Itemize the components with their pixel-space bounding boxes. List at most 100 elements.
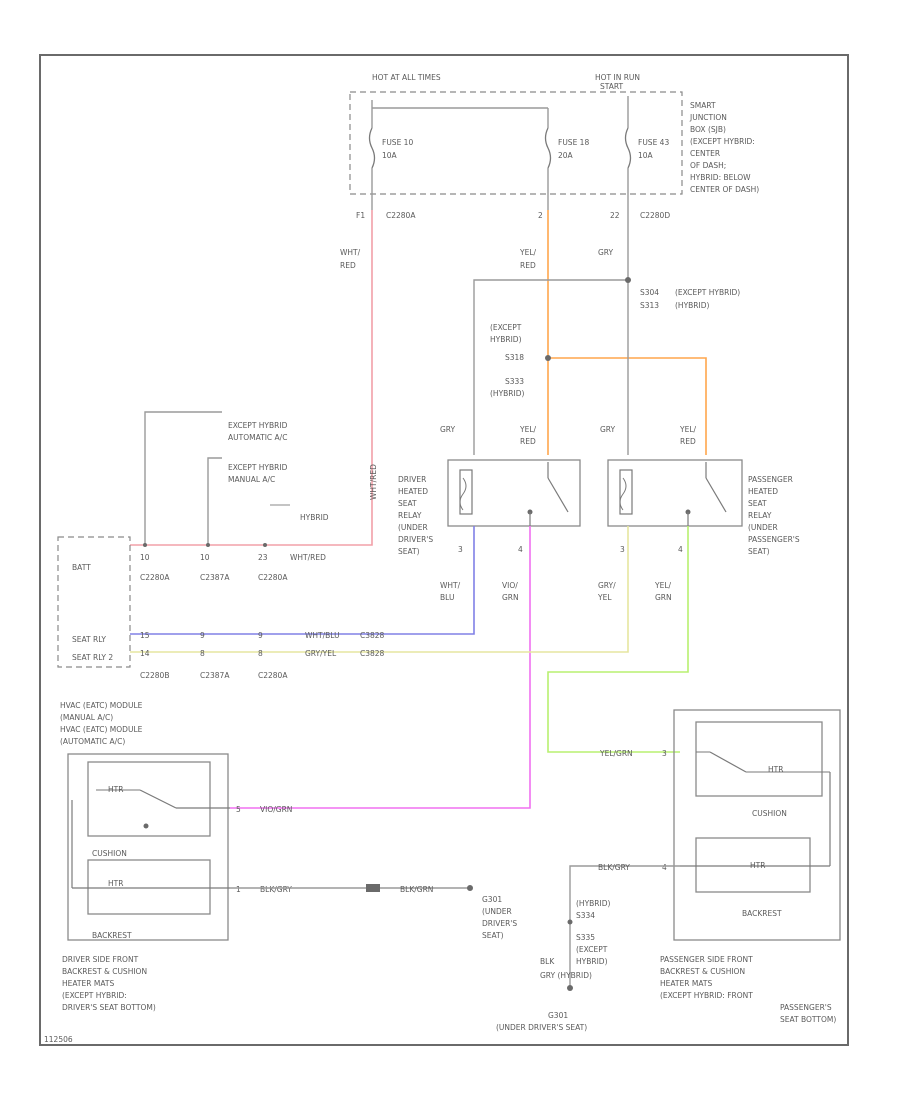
svg-text:HVAC (EATC) MODULE: HVAC (EATC) MODULE: [60, 701, 143, 710]
splice-s304-label: S304: [640, 288, 659, 297]
svg-text:SEAT: SEAT: [748, 499, 767, 508]
relay-driver-gry: GRY: [440, 425, 456, 434]
svg-text:CUSHION: CUSHION: [752, 809, 787, 818]
svg-text:C2280B: C2280B: [140, 671, 169, 680]
passenger-seat-caption: PASSENGER SIDE FRONT BACKREST & CUSHION …: [660, 955, 836, 1024]
label-blk-grn: BLK/GRN: [400, 885, 433, 894]
driver-relay-pin-4: 4: [518, 545, 523, 554]
relay-driver-red: RED: [520, 437, 536, 446]
label-yel2: YEL/: [654, 581, 671, 590]
svg-text:SEAT): SEAT): [398, 547, 420, 556]
splice-s318-note-1: (EXCEPT: [490, 323, 522, 332]
splice-s334: [567, 919, 573, 925]
relay-driver-yel: YEL/: [519, 425, 536, 434]
svg-text:SMART: SMART: [690, 101, 716, 110]
svg-text:(EXCEPT HYBRID: FRONT: (EXCEPT HYBRID: FRONT: [660, 991, 753, 1000]
svg-text:HTR: HTR: [750, 861, 765, 870]
svg-text:(MANUAL A/C): (MANUAL A/C): [60, 713, 113, 722]
svg-text:BLK/GRY: BLK/GRY: [260, 885, 292, 894]
svg-text:VIO/GRN: VIO/GRN: [260, 805, 292, 814]
wire-wht-blu: [130, 526, 475, 635]
driver-relay: DRIVER HEATED SEAT RELAY (UNDER DRIVER'S…: [398, 459, 581, 556]
wire-except-hybrid-manual: [207, 457, 222, 545]
start-label: START: [600, 82, 624, 91]
svg-text:CENTER OF DASH): CENTER OF DASH): [690, 185, 759, 194]
wire-yel-red-passenger: [548, 357, 707, 455]
wire-vio-grn: [230, 526, 531, 809]
fuse-43: FUSE 43 10A: [624, 96, 669, 210]
splice-s318: [545, 355, 551, 361]
svg-text:BACKREST: BACKREST: [742, 909, 782, 918]
svg-text:WHT/RED: WHT/RED: [290, 553, 326, 562]
svg-text:FUSE 43: FUSE 43: [638, 138, 669, 147]
diagram-frame: [39, 54, 849, 1046]
svg-text:RELAY: RELAY: [748, 511, 772, 520]
svg-text:BACKREST & CUSHION: BACKREST & CUSHION: [660, 967, 745, 976]
wire-except-hybrid-auto: [144, 411, 222, 545]
driver-seat-caption: DRIVER SIDE FRONT BACKREST & CUSHION HEA…: [62, 955, 156, 1012]
svg-text:DRIVER'S: DRIVER'S: [398, 535, 433, 544]
splice-s304-note: (EXCEPT HYBRID): [675, 288, 740, 297]
wire-label-yel-red-1: YEL/: [519, 248, 536, 257]
svg-text:DRIVER: DRIVER: [398, 475, 426, 484]
label-blu: BLU: [440, 593, 454, 602]
svg-text:(EXCEPT HYBRID:: (EXCEPT HYBRID:: [62, 991, 127, 1000]
svg-text:(AUTOMATIC A/C): (AUTOMATIC A/C): [60, 737, 125, 746]
svg-text:DRIVER SIDE FRONT: DRIVER SIDE FRONT: [62, 955, 139, 964]
svg-text:SEAT BOTTOM): SEAT BOTTOM): [780, 1015, 836, 1024]
hvac-pins: 10 10 23 C2280A C2387A C2280A WHT/RED 15…: [140, 543, 385, 680]
wire-label-vertical: WHT/RED: [369, 464, 378, 500]
g301-4: SEAT): [482, 931, 504, 940]
pin-f1: F1: [356, 211, 365, 220]
g301-3: DRIVER'S: [482, 919, 517, 928]
splice-s313-label: S313: [640, 301, 659, 310]
label-blk: BLK: [540, 957, 555, 966]
svg-text:CUSHION: CUSHION: [92, 849, 127, 858]
svg-text:8: 8: [258, 649, 263, 658]
hvac-module-label: HVAC (EATC) MODULE (MANUAL A/C) HVAC (EA…: [60, 701, 143, 746]
except-hybrid-auto-2: AUTOMATIC A/C: [228, 433, 287, 442]
svg-text:HTR: HTR: [108, 785, 123, 794]
pass-relay-pin-3: 3: [620, 545, 625, 554]
svg-text:20A: 20A: [558, 151, 574, 160]
svg-text:SEAT: SEAT: [398, 499, 417, 508]
relay-pass-gry: GRY: [600, 425, 616, 434]
svg-text:C2387A: C2387A: [200, 573, 230, 582]
except-hybrid-manual-1: EXCEPT HYBRID: [228, 463, 288, 472]
svg-text:PASSENGER'S: PASSENGER'S: [780, 1003, 832, 1012]
passenger-seat-heater: HTR HTR CUSHION BACKREST 3 4 YEL/GRN: [599, 709, 841, 941]
label-blk-gry-pass: BLK/GRY: [598, 863, 630, 872]
ground-g301: [467, 885, 473, 891]
svg-text:HEATER MATS: HEATER MATS: [660, 979, 712, 988]
hybrid-text: HYBRID: [300, 513, 329, 522]
label-gry: GRY/: [598, 581, 616, 590]
ground-g301-bottom: [567, 985, 573, 991]
svg-text:JUNCTION: JUNCTION: [689, 113, 727, 122]
svg-text:C3828: C3828: [360, 631, 385, 640]
svg-text:HTR: HTR: [108, 879, 123, 888]
svg-text:GRY/YEL: GRY/YEL: [305, 649, 337, 658]
svg-text:HVAC (EATC) MODULE: HVAC (EATC) MODULE: [60, 725, 143, 734]
svg-text:9: 9: [258, 631, 263, 640]
sjb-box: [349, 91, 683, 195]
wire-yel-grn: [547, 526, 689, 753]
svg-text:FUSE 18: FUSE 18: [558, 138, 589, 147]
except-hybrid-auto-1: EXCEPT HYBRID: [228, 421, 288, 430]
pin-2: 2: [538, 211, 543, 220]
svg-text:23: 23: [258, 553, 268, 562]
hot-in-run-label: HOT IN RUN: [595, 73, 640, 82]
svg-text:C2280A: C2280A: [258, 671, 288, 680]
pin-22: 22: [610, 211, 620, 220]
svg-text:14: 14: [140, 649, 150, 658]
svg-text:RELAY: RELAY: [398, 511, 422, 520]
svg-text:10: 10: [140, 553, 150, 562]
label-wht: WHT/: [440, 581, 461, 590]
pass-relay-pin-4: 4: [678, 545, 683, 554]
svg-text:FUSE 10: FUSE 10: [382, 138, 413, 147]
svg-text:15: 15: [140, 631, 150, 640]
connector-c3828: [366, 884, 380, 892]
svg-text:BACKREST & CUSHION: BACKREST & CUSHION: [62, 967, 147, 976]
svg-text:10A: 10A: [638, 151, 654, 160]
wire-passenger-ground: [569, 865, 680, 988]
